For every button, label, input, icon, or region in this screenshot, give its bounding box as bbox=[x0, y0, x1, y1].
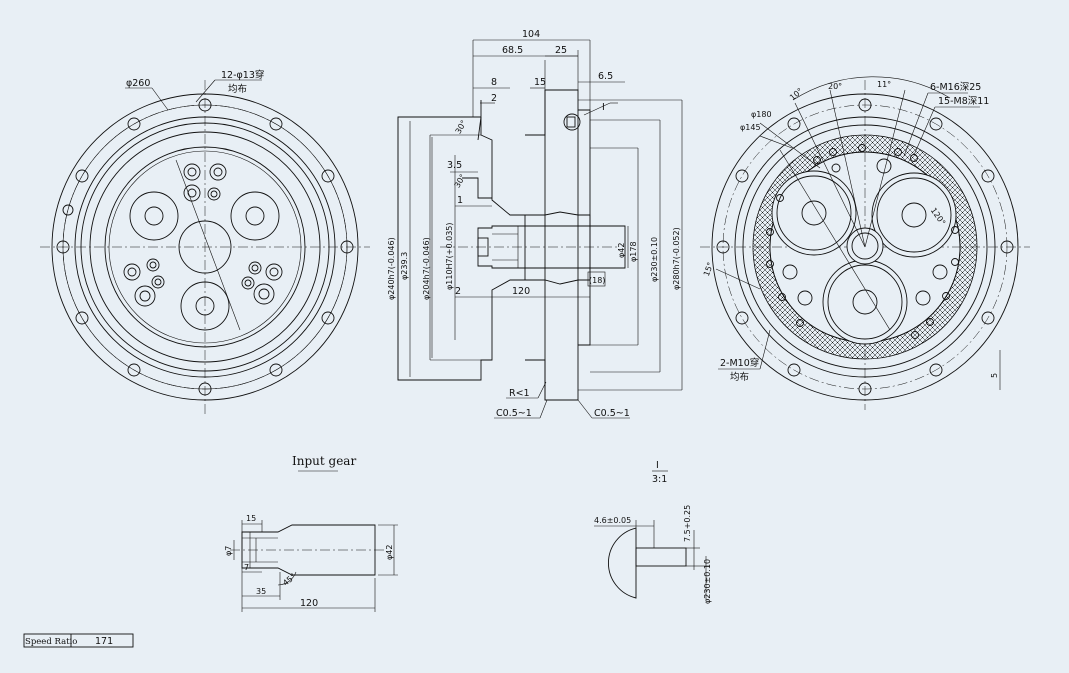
section-len-e: 6.5 bbox=[598, 71, 613, 82]
section-len-i: 2 bbox=[455, 286, 461, 297]
rear-angle-20: 20° bbox=[828, 82, 842, 91]
rear-thread-m16: 6-M16深25 bbox=[930, 82, 981, 93]
input-gear-len-15: 15 bbox=[246, 514, 256, 523]
section-len-g: 3.5 bbox=[447, 160, 462, 171]
section-len-shaft: 120 bbox=[512, 286, 530, 297]
section-len-key: (18) bbox=[589, 276, 605, 285]
section-dia-110: φ110H7(+0.035) bbox=[445, 223, 454, 291]
input-gear-dia-42: φ42 bbox=[385, 545, 394, 560]
section-dimension-lines bbox=[397, 39, 683, 419]
input-gear-len-35: 35 bbox=[256, 587, 266, 596]
rear-view bbox=[700, 76, 1030, 410]
input-gear-drawing bbox=[230, 520, 398, 612]
section-dia-178: φ178 bbox=[629, 241, 638, 262]
section-dia-280: φ280h7(-0.052) bbox=[672, 227, 681, 290]
section-len-b: 25 bbox=[555, 45, 567, 56]
section-dia-230: φ230±0.10 bbox=[650, 237, 659, 282]
detail-width: 4.6±0.05 bbox=[594, 516, 631, 525]
input-gear-dia-7: φ7 bbox=[224, 546, 233, 556]
section-len-h: 1 bbox=[457, 195, 463, 206]
speed-ratio-value: 171 bbox=[95, 636, 113, 647]
section-dia-204: φ204h7(-0.046) bbox=[422, 237, 431, 300]
section-len-a: 68.5 bbox=[502, 45, 523, 56]
input-gear-len-120: 120 bbox=[300, 598, 318, 609]
detail-scale: 3:1 bbox=[652, 474, 667, 485]
m8-holes bbox=[766, 144, 959, 339]
front-view bbox=[40, 79, 370, 415]
section-len-f: 2 bbox=[491, 93, 497, 104]
speed-ratio-table bbox=[23, 633, 134, 648]
rear-dia-180: φ180 bbox=[751, 110, 772, 119]
rear-dia-145: φ145 bbox=[740, 123, 761, 132]
input-gear-len-7: 7 bbox=[244, 563, 249, 572]
speed-ratio-label: Speed Ratio bbox=[25, 637, 77, 647]
rear-angle-15: 15° bbox=[702, 261, 715, 277]
front-dia-outer-label: φ260 bbox=[126, 78, 150, 89]
section-chamfer-right: C0.5~1 bbox=[594, 408, 630, 419]
rear-holes-m10-note: 均布 bbox=[730, 371, 749, 383]
detail-height: 7.5+0.25 bbox=[683, 505, 692, 542]
section-chamfer-left: C0.5~1 bbox=[496, 408, 532, 419]
section-dia-239: φ239.3 bbox=[400, 252, 409, 280]
detail-dia: φ230±0.10 bbox=[703, 559, 712, 604]
section-detail-mark: I bbox=[602, 102, 605, 113]
section-chamfer-angle1: 30° bbox=[454, 119, 469, 136]
detail-drawing bbox=[594, 520, 710, 600]
gear-cluster-right bbox=[241, 261, 283, 305]
bolt-holes-front bbox=[56, 98, 354, 396]
bolt-holes-rear bbox=[716, 98, 1014, 396]
rear-thread-m8: 15-M8深11 bbox=[938, 96, 989, 107]
detail-mark: I bbox=[656, 460, 659, 471]
rear-angle-11: 11° bbox=[877, 80, 891, 89]
front-bolt-holes-label: 12-φ13穿 bbox=[221, 69, 264, 81]
input-gear-title: Input gear bbox=[292, 454, 356, 468]
section-len-d: 15 bbox=[534, 77, 546, 88]
rear-dim-5: 5 bbox=[990, 373, 999, 378]
gear-cluster-top bbox=[183, 163, 227, 202]
section-dia-240: φ240h7(-0.046) bbox=[387, 237, 396, 300]
rear-angle-10: 10° bbox=[788, 86, 805, 102]
gear-cluster-left bbox=[123, 258, 165, 307]
rear-holes-m10: 2-M10穿 bbox=[720, 357, 759, 369]
front-bolt-holes-note: 均布 bbox=[228, 83, 247, 95]
section-len-c: 8 bbox=[491, 77, 497, 88]
section-len-total: 104 bbox=[522, 29, 540, 40]
section-radius: R<1 bbox=[509, 388, 530, 399]
section-dia-42: φ42 bbox=[617, 243, 626, 258]
section-view bbox=[397, 89, 626, 401]
